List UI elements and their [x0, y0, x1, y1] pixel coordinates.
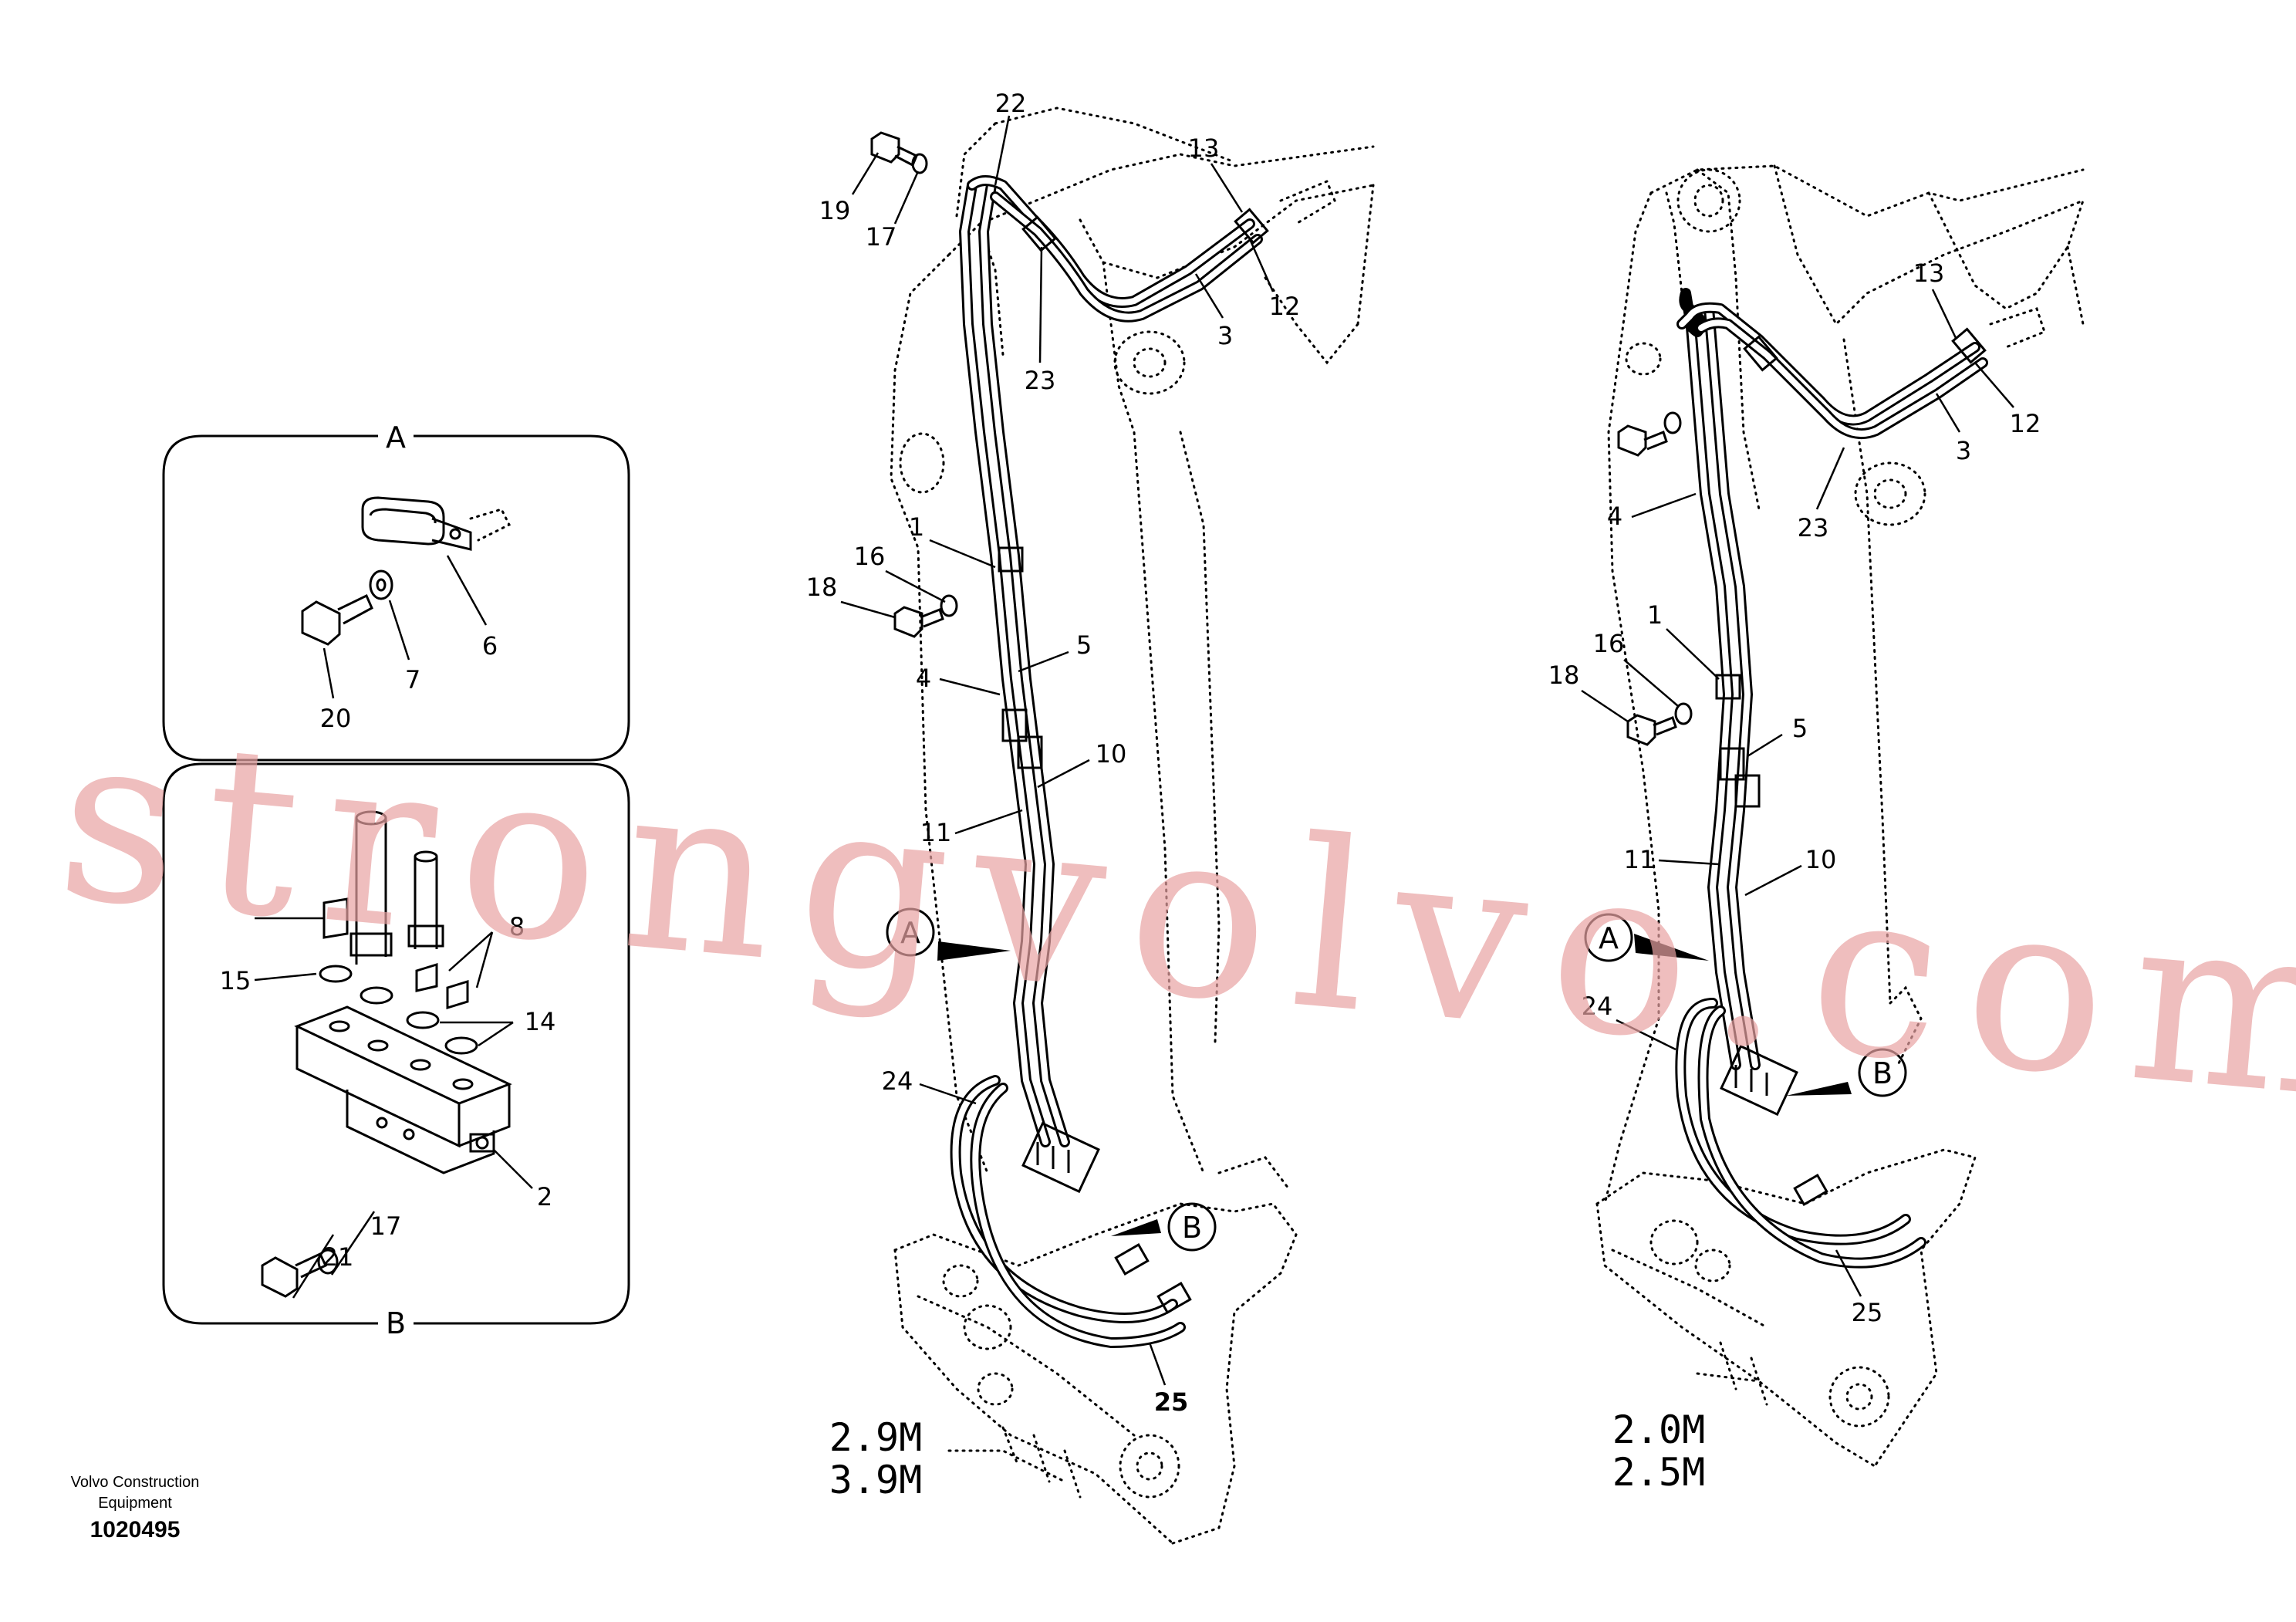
callout-8: 8: [509, 912, 525, 941]
callout-1-right: 1: [1647, 600, 1663, 630]
callout-6: 6: [482, 631, 498, 661]
callout-18-right: 18: [1548, 661, 1580, 690]
detail-panel-a: A 6 7 20: [162, 421, 630, 762]
callout-10-right: 10: [1805, 845, 1837, 874]
callout-15: 15: [220, 966, 252, 995]
washer-part: [369, 569, 393, 600]
callout-3-right: 3: [1956, 436, 1971, 465]
variant-left-line1: 2.9M: [829, 1415, 922, 1460]
callout-5-left: 5: [1076, 630, 1092, 660]
arm-assembly-right: A B 13 12 3 23 4 1 16 18 5 11 10 24 25: [1548, 164, 2085, 1468]
callout-18-left: 18: [806, 573, 838, 602]
variant-right-line2: 2.5M: [1612, 1450, 1705, 1495]
detail-panel-b: B: [162, 762, 630, 1340]
callout-25-left: 25: [1154, 1387, 1189, 1417]
variant-left-line2: 3.9M: [829, 1458, 922, 1502]
callout-13-left: 13: [1188, 133, 1220, 163]
watermark-text: strongvolvo.com: [49, 681, 2296, 1152]
callout-21: 21: [322, 1242, 354, 1272]
callout-10-left: 10: [1096, 739, 1127, 769]
callout-14: 14: [525, 1007, 556, 1036]
callout-12-left: 12: [1269, 292, 1301, 321]
callout-3-left: 3: [1217, 321, 1233, 350]
callout-22: 22: [995, 89, 1027, 118]
callout-5-right: 5: [1792, 714, 1808, 743]
callout-13-right: 13: [1913, 259, 1945, 288]
callout-11-right: 11: [1624, 845, 1656, 874]
callout-24-right: 24: [1582, 992, 1613, 1021]
manifold-block-part: [294, 1005, 512, 1174]
callout-4-left: 4: [916, 664, 931, 693]
company-line-2: Equipment: [98, 1495, 172, 1512]
bolt-part: [301, 593, 373, 646]
callout-16-left: 16: [854, 542, 886, 571]
clamp-part: [361, 496, 512, 551]
callout-1-left: 1: [909, 512, 924, 542]
company-name: Volvo Construction Equipment: [46, 1472, 224, 1514]
callout-2: 2: [537, 1182, 552, 1211]
callout-23-right: 23: [1798, 513, 1829, 542]
callout-20: 20: [320, 704, 352, 733]
callout-12-right: 12: [2010, 409, 2041, 438]
callout-17-left: 17: [866, 222, 897, 252]
view-marker-a-right: A: [1599, 921, 1619, 955]
view-marker-b-left: B: [1182, 1211, 1202, 1245]
arm-assembly-left: A B 22 19 17 13 12 3 23 1 16 18 5 4 10 1…: [806, 89, 1375, 1545]
callout-16-right: 16: [1593, 629, 1625, 658]
drawing-number: 1020495: [89, 1517, 181, 1543]
callout-19: 19: [819, 196, 851, 225]
callout-11-left: 11: [920, 818, 952, 847]
view-marker-a-left: A: [900, 916, 920, 950]
variant-right-line1: 2.0M: [1612, 1407, 1705, 1452]
callout-7: 7: [405, 665, 420, 694]
callout-24-left: 24: [882, 1066, 913, 1096]
callout-17: 17: [370, 1211, 402, 1241]
callout-25-right: 25: [1852, 1298, 1883, 1327]
callout-23-left: 23: [1025, 366, 1056, 395]
panel-b-title: B: [386, 1306, 406, 1340]
callout-4-right: 4: [1607, 502, 1622, 531]
view-marker-b-right: B: [1872, 1056, 1893, 1090]
company-line-1: Volvo Construction: [70, 1474, 200, 1491]
panel-a-title: A: [386, 421, 406, 454]
